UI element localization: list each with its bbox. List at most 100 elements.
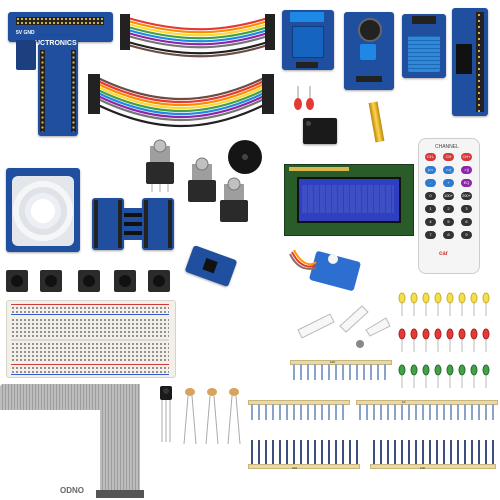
ic-chip-notch bbox=[306, 121, 311, 126]
breadboard-rail-top-blue bbox=[11, 314, 169, 315]
remote-key-8: 8 bbox=[443, 231, 454, 239]
sound-sensor-mic bbox=[358, 18, 382, 42]
level-converter-right-pins bbox=[144, 200, 148, 248]
resistor-strip-1-label: 10K bbox=[330, 360, 336, 364]
lcd-character-grid bbox=[302, 185, 394, 213]
remote-key-3: 3 bbox=[461, 205, 472, 213]
i2c-adapter-chip bbox=[456, 44, 472, 74]
ribbon-cable-connector bbox=[96, 490, 144, 498]
led-row-green bbox=[398, 364, 490, 376]
resistor-strip-4: 220 bbox=[248, 440, 360, 470]
remote-header-label: CHANNEL bbox=[435, 144, 459, 150]
breadboard-rail-bottom-blue bbox=[11, 374, 169, 375]
servo-wires bbox=[289, 250, 317, 270]
sensor-breakout-chip bbox=[202, 257, 218, 274]
gpio-right-pin-column bbox=[71, 50, 76, 132]
level-converter-right-pins-right bbox=[168, 200, 172, 248]
remote-key-9: 9 bbox=[461, 231, 472, 239]
breadboard-rail-bottom-holes bbox=[11, 366, 169, 374]
potentiometer-1 bbox=[146, 139, 174, 192]
remote-key-eq: EQ bbox=[461, 179, 472, 187]
remote-key-7: 7 bbox=[425, 231, 436, 239]
led-row-yellow bbox=[398, 292, 490, 304]
gpio-left-pin-column bbox=[40, 50, 45, 132]
breadboard-rail-bottom-red bbox=[11, 364, 169, 365]
resistor-strip-5-body bbox=[370, 440, 494, 464]
ir-receiver-and-photoresistors bbox=[160, 386, 241, 445]
tactile-buttons-row bbox=[6, 266, 176, 296]
i2c-adapter-pin-row bbox=[476, 12, 484, 112]
tactile-button-4 bbox=[114, 270, 136, 292]
breadboard-rail-top-red bbox=[11, 304, 169, 305]
remote-key-play: >|| bbox=[461, 166, 472, 174]
tactile-button-2 bbox=[40, 270, 62, 292]
resistor-strip-3: 1K bbox=[356, 400, 498, 424]
lcd-pin-header bbox=[289, 167, 349, 171]
level-converter-chips bbox=[124, 208, 142, 240]
resistor-strip-4-body bbox=[248, 440, 358, 464]
gpio-t-breakout-stem: UCTRONICS bbox=[35, 36, 78, 136]
remote-key-minus: - bbox=[425, 179, 436, 187]
resistor-strip-3-body bbox=[356, 404, 496, 420]
vibration-sensor-cylinder bbox=[368, 101, 385, 143]
relay-screw-terminal bbox=[290, 12, 324, 22]
ir-remote-control: CHANNEL CH- CH CH+ |<< >>| >|| - + EQ 0 … bbox=[418, 138, 480, 274]
tactile-button-5 bbox=[148, 270, 170, 292]
remote-key-0: 0 bbox=[425, 192, 436, 200]
servo-motor bbox=[300, 250, 374, 294]
pir-motion-sensor bbox=[6, 168, 80, 252]
ic-chip-8pin bbox=[303, 118, 337, 144]
relay-cube bbox=[292, 26, 324, 58]
jumper-wires-bundle-bottom bbox=[88, 74, 274, 128]
ir-receiver bbox=[160, 386, 172, 442]
gpio-board-pin-label: 5V GND bbox=[16, 30, 35, 36]
resistor-strip-4-tape-bottom bbox=[248, 464, 360, 469]
remote-key-2: 2 bbox=[443, 205, 454, 213]
potentiometer-2 bbox=[188, 157, 216, 202]
level-converter-left-pins-right bbox=[118, 200, 122, 248]
resistor-strip-4-label: 220 bbox=[292, 466, 298, 470]
sound-sensor-potentiometer bbox=[360, 44, 376, 60]
buzzer bbox=[228, 140, 262, 174]
remote-key-5: 5 bbox=[443, 218, 454, 226]
gpio-header-strip bbox=[16, 17, 104, 25]
resistor-strip-2 bbox=[248, 400, 350, 424]
gpio-ribbon-cable-vertical bbox=[100, 384, 140, 496]
dht11-pins bbox=[412, 16, 436, 24]
jumper-wires-bundle-top bbox=[120, 14, 275, 58]
dht11-sensor-body bbox=[408, 36, 440, 72]
breadboard-center-channel bbox=[11, 339, 169, 341]
led-row-red bbox=[398, 328, 490, 340]
remote-key-prev: |<< bbox=[425, 166, 436, 174]
dht11-module bbox=[402, 14, 446, 78]
gpio-board-brand: UCTRONICS bbox=[35, 40, 77, 47]
photoresistor-3 bbox=[227, 388, 241, 445]
breadboard-terminal-lower bbox=[11, 342, 169, 362]
led-assortment bbox=[398, 292, 490, 388]
photoresistor-1 bbox=[183, 388, 197, 445]
breadboard-terminal-upper bbox=[11, 318, 169, 338]
level-converter-left-pins bbox=[94, 200, 98, 248]
photoresistor-2 bbox=[205, 388, 219, 445]
i2c-lcd-adapter bbox=[452, 8, 488, 116]
remote-key-next: >>| bbox=[443, 166, 454, 174]
gpio-board-ribbon-socket bbox=[16, 40, 36, 70]
relay-pin-header bbox=[296, 62, 318, 68]
servo-horns bbox=[297, 305, 391, 348]
resistor-strip-1: 10K bbox=[290, 360, 392, 384]
ribbon-cable-logo: ODNO bbox=[60, 486, 84, 495]
relay-module bbox=[282, 10, 334, 70]
resistor-strip-5: 10K bbox=[370, 440, 496, 470]
resistor-strip-1-body bbox=[290, 364, 390, 380]
breadboard bbox=[6, 300, 176, 378]
lcd-screen bbox=[297, 177, 401, 223]
breadboard-rail-top-holes bbox=[11, 306, 169, 314]
remote-key-6: 6 bbox=[461, 218, 472, 226]
remote-key-4: 4 bbox=[425, 218, 436, 226]
logic-level-converter-right bbox=[142, 198, 174, 250]
remote-key-1: 1 bbox=[425, 205, 436, 213]
potentiometers-group bbox=[146, 139, 248, 222]
sound-sensor-module bbox=[344, 12, 394, 90]
sound-sensor-pins bbox=[356, 76, 382, 82]
remote-key-100: 100+ bbox=[443, 192, 454, 200]
